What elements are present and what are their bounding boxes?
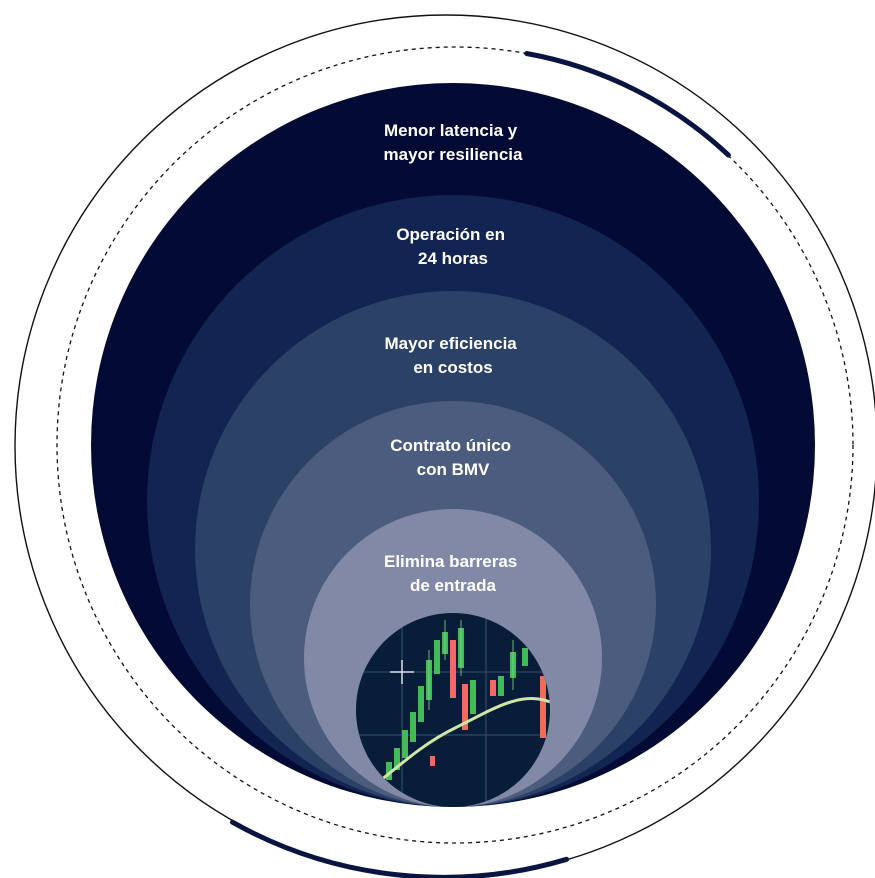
layer-label-1: Menor latencia y mayor resiliencia [384, 121, 523, 164]
layer-label-3: Mayor eficiencia en costos [384, 334, 521, 377]
bear-candles [430, 640, 546, 766]
dashed-ring [56, 46, 854, 844]
trend-line [356, 697, 550, 802]
layer-label-5: Elimina barreras de entrada [384, 552, 522, 595]
center-trading-image [356, 613, 550, 807]
accent-arc-top [524, 51, 731, 158]
sparkle-icon [390, 660, 414, 684]
accent-arc-bottom [230, 819, 570, 878]
layer-label-2: Operación en 24 horas [396, 225, 509, 268]
layer-label-4: Contrato único con BMV [390, 436, 516, 479]
